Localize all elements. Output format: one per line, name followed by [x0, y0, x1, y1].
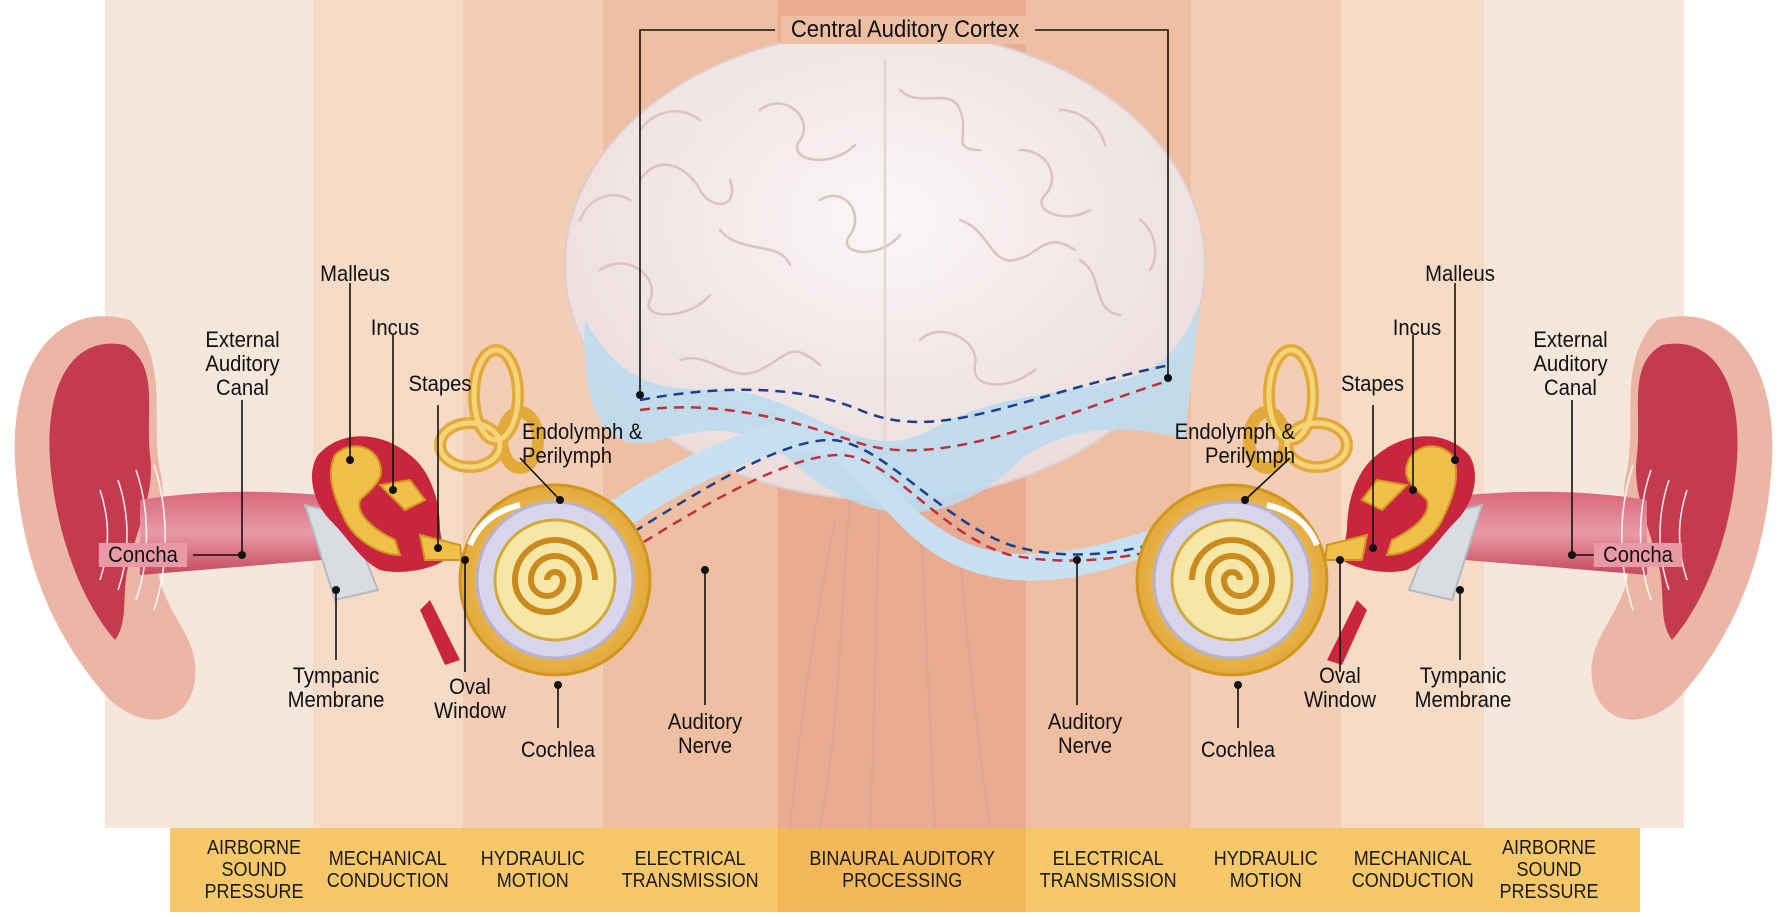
label-right-auditory-nerve: Auditory Nerve: [1030, 710, 1140, 758]
label-right-oval-window: Oval Window: [1294, 664, 1386, 712]
label-left-concha: Concha: [99, 543, 187, 567]
label-right-incus: Incus: [1380, 316, 1454, 340]
label-right-external-canal: External Auditory Canal: [1513, 328, 1628, 400]
label-left-oval-window: Oval Window: [429, 675, 512, 723]
zone-electrical-left: ELECTRICAL TRANSMISSION: [603, 828, 778, 912]
label-left-tympanic: Tympanic Membrane: [275, 664, 396, 712]
zone-hydraulic-left: HYDRAULIC MOTION: [463, 828, 603, 912]
label-left-stapes: Stapes: [399, 372, 482, 396]
label-right-endolymph: Endolymph & Perilymph: [1157, 420, 1295, 468]
zone-hydraulic-right: HYDRAULIC MOTION: [1191, 828, 1341, 912]
label-central-auditory-cortex: Central Auditory Cortex: [781, 16, 1029, 44]
label-right-tympanic: Tympanic Membrane: [1402, 664, 1523, 712]
label-left-incus: Incus: [358, 316, 432, 340]
zone-electrical-right: ELECTRICAL TRANSMISSION: [1026, 828, 1191, 912]
zone-airborne-right: AIRBORNE SOUND PRESSURE: [1484, 828, 1614, 912]
label-left-external-canal: External Auditory Canal: [185, 328, 300, 400]
zone-airborne-left: AIRBORNE SOUND PRESSURE: [195, 828, 313, 912]
label-right-malleus: Malleus: [1409, 262, 1510, 286]
zone-mechanical-left: MECHANICAL CONDUCTION: [313, 828, 463, 912]
label-left-auditory-nerve: Auditory Nerve: [650, 710, 760, 758]
zone-binaural: BINAURAL AUDITORY PROCESSING: [778, 828, 1026, 912]
label-left-endolymph: Endolymph & Perilymph: [522, 420, 660, 468]
label-left-malleus: Malleus: [304, 262, 405, 286]
zone-mechanical-right: MECHANICAL CONDUCTION: [1341, 828, 1484, 912]
label-right-concha: Concha: [1594, 543, 1682, 567]
label-right-stapes: Stapes: [1329, 372, 1416, 396]
label-left-cochlea: Cochlea: [512, 738, 604, 762]
label-right-cochlea: Cochlea: [1192, 738, 1284, 762]
